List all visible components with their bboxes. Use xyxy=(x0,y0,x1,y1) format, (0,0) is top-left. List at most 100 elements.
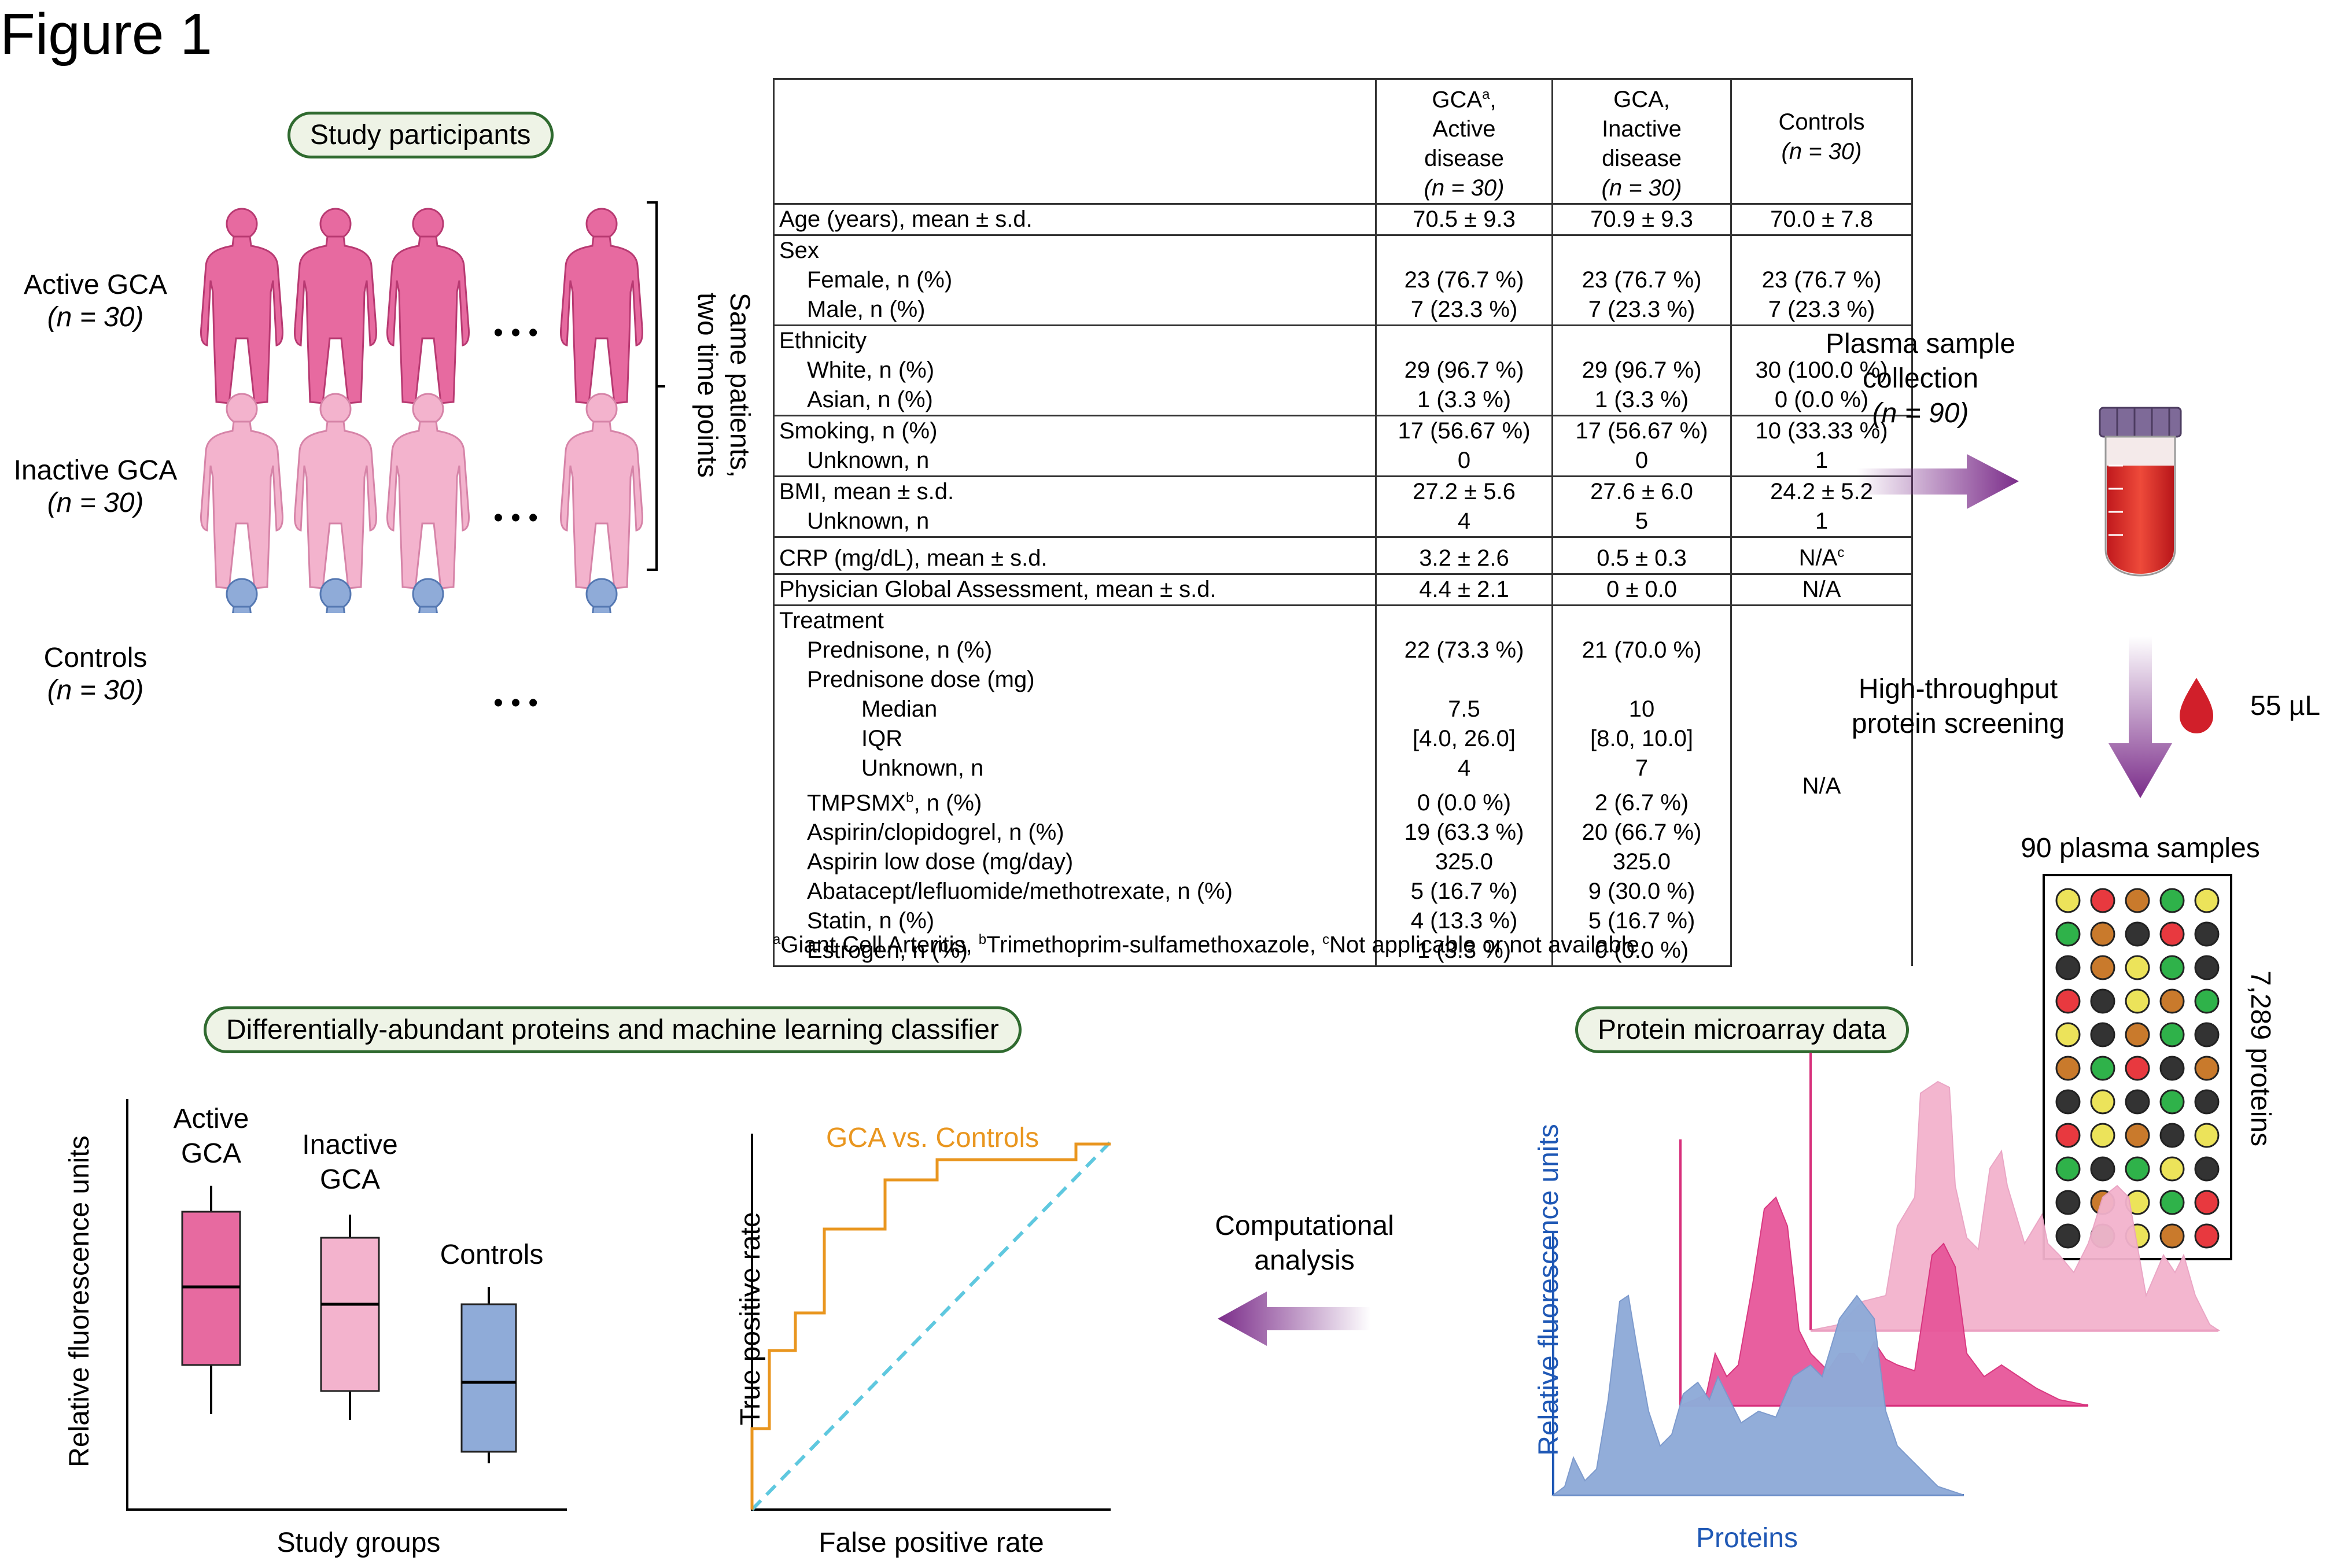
table-cell: 4 (13.3 %) xyxy=(1375,906,1553,936)
table-row: Female, n (%)23 (76.7 %)23 (76.7 %)23 (7… xyxy=(773,265,1913,296)
table-cell: 7 xyxy=(1551,753,1732,783)
plate-well xyxy=(2194,1056,2220,1081)
table-row-label: Physician Global Assessment, mean ± s.d. xyxy=(773,573,1377,606)
volume-label: 55 µL xyxy=(2250,691,2321,721)
table-cell: 5 (16.7 %) xyxy=(1375,876,1553,906)
computational-label: Computational analysis xyxy=(1215,1211,1394,1276)
plate-well xyxy=(2159,921,2185,947)
person-icon xyxy=(559,208,644,404)
same-patients-bracket xyxy=(647,201,665,571)
plasma-graphics xyxy=(1857,407,2213,798)
roc-curve-label: GCA vs. Controls xyxy=(826,1123,1039,1153)
table-cell: 1 (3.3 %) xyxy=(1375,935,1553,967)
table-cell: 7 (23.3 %) xyxy=(1730,295,1913,327)
table-row-label: Aspirin low dose (mg/day) xyxy=(773,847,1377,877)
table-cell: 3.2 ± 2.6 xyxy=(1375,536,1553,575)
roc-diagonal xyxy=(750,1140,1112,1511)
table-cell: 0 xyxy=(1551,446,1732,478)
plate-well xyxy=(2159,1190,2185,1215)
boxplot xyxy=(126,1099,567,1511)
table-cell: 325.0 xyxy=(1551,847,1732,877)
figure-title: Figure 1 xyxy=(0,2,212,67)
boxplot-axes xyxy=(126,1099,567,1511)
plate-well xyxy=(2194,1123,2220,1148)
screening-label: High-throughput protein screening xyxy=(1851,674,2065,739)
inactive-gca-label: Inactive GCA (n = 30) xyxy=(0,455,191,519)
plate-well xyxy=(2194,1223,2220,1249)
table-cell: 0.5 ± 0.3 xyxy=(1551,536,1732,575)
table-cell: 7.5 xyxy=(1375,694,1553,724)
table-row: Statin, n (%)4 (13.3 %)5 (16.7 %) xyxy=(773,906,1912,936)
plate-well xyxy=(2125,1089,2150,1115)
person-icon xyxy=(293,393,378,589)
box-inactive-gca xyxy=(320,1215,380,1420)
table-row: Asian, n (%)1 (3.3 %)1 (3.3 %)0 (0.0 %) xyxy=(773,385,1913,417)
table-cell: 5 xyxy=(1551,507,1732,538)
table-row-label: Unknown, n xyxy=(773,446,1377,478)
table-cell: 22 (73.3 %) xyxy=(1375,635,1553,665)
table-row-label: Smoking, n (%) xyxy=(773,415,1377,447)
demographics-table: GCAa, Active disease (n = 30) GCA, Inact… xyxy=(773,78,1913,967)
table-row-label: Unknown, n xyxy=(773,507,1377,538)
same-patients-line2: two time points xyxy=(692,292,723,478)
plate-well xyxy=(2125,1156,2150,1182)
table-cell: 27.2 ± 5.6 xyxy=(1375,475,1553,507)
computational-arrow xyxy=(1218,1292,1371,1346)
plate-well xyxy=(2159,1022,2185,1047)
table-row-label: Aspirin/clopidogrel, n (%) xyxy=(773,817,1377,847)
study-participants-pill: Study participants xyxy=(287,112,554,158)
table-row: Ethnicity xyxy=(773,324,1913,356)
table-row: Abatacept/lefluomide/methotrexate, n (%)… xyxy=(773,876,1912,906)
table-cell: N/Ac xyxy=(1730,536,1913,575)
table-row-label: Ethnicity xyxy=(773,324,1377,356)
table-cell: 19 (63.3 %) xyxy=(1375,817,1553,847)
plate-well xyxy=(2090,921,2115,947)
table-header-row: GCAa, Active disease (n = 30) GCA, Inact… xyxy=(773,78,1913,205)
plate-well xyxy=(2159,1123,2185,1148)
ellipsis-active: • • • xyxy=(493,318,539,348)
table-row-label: Prednisone, n (%) xyxy=(773,635,1377,665)
table-row: Prednisone dose (mg) xyxy=(773,665,1912,695)
treatment-controls-cell: N/A xyxy=(1730,604,1913,966)
plate-well xyxy=(2194,955,2220,980)
plate-well xyxy=(2055,1156,2081,1182)
arrow-down-icon xyxy=(2108,636,2172,798)
plate-well xyxy=(2125,1123,2150,1148)
table-cell: 20 (66.7 %) xyxy=(1551,817,1732,847)
inactive-gca-name: Inactive GCA xyxy=(13,455,178,486)
same-patients-line1: Same patients, xyxy=(724,292,755,478)
plate-well xyxy=(2159,1056,2185,1081)
table-row-label: Asian, n (%) xyxy=(773,385,1377,417)
table-row: Sex xyxy=(773,234,1913,266)
table-row-label: White, n (%) xyxy=(773,356,1377,386)
inactive-gca-figures xyxy=(200,393,644,589)
table-cell: 9 (30.0 %) xyxy=(1551,876,1732,906)
plate-well xyxy=(2090,1056,2115,1081)
plate-well xyxy=(2090,1156,2115,1182)
table-cell: 70.5 ± 9.3 xyxy=(1375,203,1553,237)
table-cell: 4.4 ± 2.1 xyxy=(1375,573,1553,606)
participant-figures xyxy=(200,201,665,613)
table-row-label: Prednisone dose (mg) xyxy=(773,665,1377,695)
plate-well xyxy=(2125,988,2150,1014)
table-row: Smoking, n (%)17 (56.67 %)17 (56.67 %)10… xyxy=(773,415,1913,447)
table-cell: 0 ± 0.0 xyxy=(1551,573,1732,606)
plate-well xyxy=(2125,921,2150,947)
plate-well xyxy=(2159,1156,2185,1182)
table-cell: 23 (76.7 %) xyxy=(1551,265,1732,296)
table-row: TMPSMXb, n (%)0 (0.0 %)2 (6.7 %) xyxy=(773,783,1912,818)
table-row: Prednisone, n (%)22 (73.3 %)21 (70.0 %) xyxy=(773,635,1912,665)
table-cell xyxy=(1375,665,1553,695)
plate-well xyxy=(2125,1056,2150,1081)
table-cell: 1 (3.3 %) xyxy=(1375,385,1553,417)
table-cell: 10 (33.33 %) xyxy=(1730,415,1913,447)
table-cell xyxy=(1551,234,1732,266)
plasma-collection-label: Plasma sample collection (n = 90) xyxy=(1825,329,2016,429)
box-active-gca xyxy=(181,1186,241,1414)
table-row-label: Male, n (%) xyxy=(773,295,1377,327)
controls-label: Controls (n = 30) xyxy=(12,642,179,707)
